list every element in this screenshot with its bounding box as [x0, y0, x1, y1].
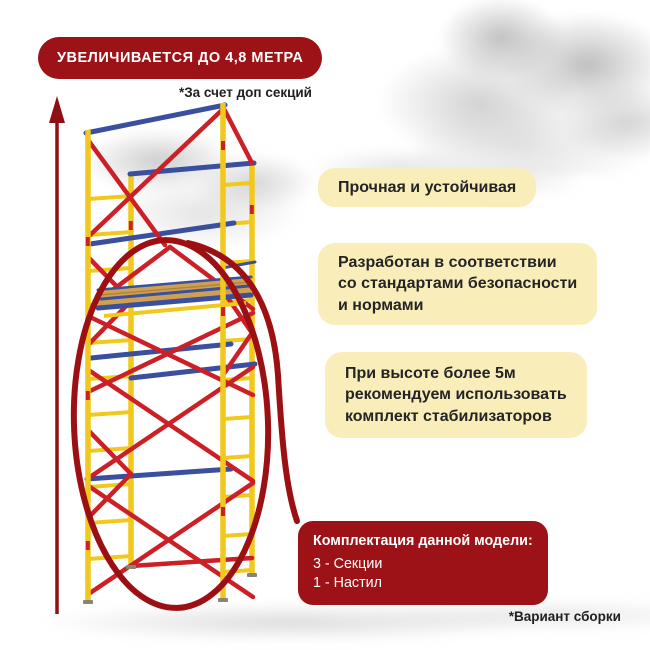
assembly-footnote: *Вариант сборки	[508, 609, 621, 624]
equipment-box-item: 3 - Секции	[313, 555, 383, 572]
height-increase-arrow	[49, 96, 65, 614]
callout-line: рекомендуем использовать	[345, 386, 567, 404]
callout-stabilizers: При высоте более 5м рекомендуем использо…	[325, 352, 587, 438]
equipment-box-item: 1 - Настил	[313, 575, 382, 592]
scaffold-tower-illustration	[83, 102, 258, 604]
equipment-box: Комплектация данной модели: 3 - Секции 1…	[298, 521, 548, 606]
callout-durable: Прочная и устойчивая	[318, 168, 537, 208]
callout-line: При высоте более 5м	[345, 365, 516, 382]
equipment-box-title: Комплектация данной модели:	[313, 533, 533, 549]
cloud-graphic-top-right	[330, 0, 650, 175]
callout-standards: Разработан в соответствии со стандартами…	[318, 243, 598, 325]
callout-line: со стандартами безопасности	[338, 275, 578, 293]
scaffold-diagonal-braces	[85, 104, 256, 600]
callout-line: комплект стабилизаторов	[345, 407, 552, 425]
headline-banner: УВЕЛИЧИВАЕТСЯ ДО 4,8 МЕТРА	[38, 37, 323, 79]
callout-line: и нормами	[338, 296, 424, 314]
callout-line: Разработан в соответствии	[338, 254, 557, 271]
banner-footnote: *За счет доп секций	[178, 85, 312, 100]
